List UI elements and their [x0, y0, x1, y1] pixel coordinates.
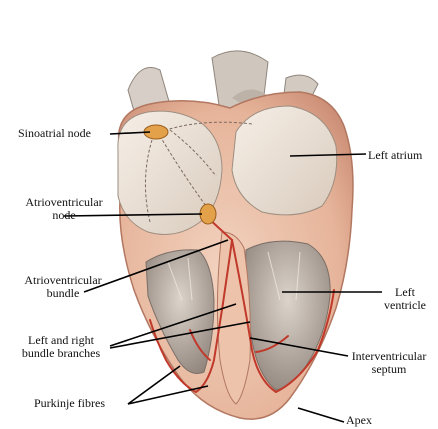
leader-apex	[298, 408, 344, 422]
label-left-atrium: Left atrium	[368, 149, 422, 162]
label-sinoatrial-node: Sinoatrial node	[18, 127, 91, 140]
label-atrioventricular-node: Atrioventricular node	[6, 196, 122, 222]
atrioventricular-node	[200, 204, 216, 224]
label-atrioventricular-node-line2: node	[6, 209, 122, 222]
label-atrioventricular-bundle: Atrioventricular bundle	[6, 274, 120, 300]
left-atrium-chamber	[232, 106, 337, 215]
label-interventricular-septum: Interventricular septum	[344, 350, 434, 376]
label-interventricular-septum-line2: septum	[344, 363, 434, 376]
label-bundle-branches-line2: bundle branches	[6, 347, 116, 360]
label-atrioventricular-bundle-line2: bundle	[6, 287, 120, 300]
label-apex: Apex	[346, 414, 372, 427]
label-purkinje-fibres: Purkinje fibres	[34, 397, 105, 410]
label-left-ventricle-line2: ventricle	[374, 299, 436, 312]
label-bundle-branches: Left and right bundle branches	[6, 334, 116, 360]
label-left-ventricle: Left ventricle	[374, 286, 436, 312]
